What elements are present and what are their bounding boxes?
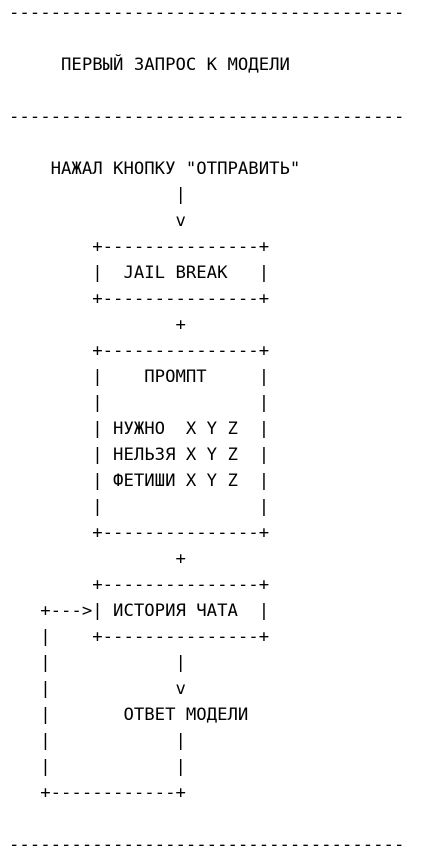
- prompt-row-must: | НУЖНО X Y Z |: [9, 419, 270, 439]
- prompt-box-bottom: +---------------+: [9, 523, 270, 543]
- blank-line: [9, 26, 433, 52]
- plus-connector: +: [9, 315, 186, 335]
- prompt-row-fetishes: | ФЕТИШИ X Y Z |: [9, 471, 270, 491]
- separator-top: --------------------------------------: [9, 3, 405, 23]
- prompt-box-title: | ПРОМПТ |: [9, 367, 270, 387]
- history-box-top: +---------------+: [9, 575, 270, 595]
- loop-arrow-head: | v: [9, 679, 186, 699]
- arrow-shaft: |: [9, 185, 186, 205]
- loop-line: | |: [9, 757, 186, 777]
- arrow-head: v: [9, 211, 186, 231]
- jailbreak-box-top: +---------------+: [9, 237, 270, 257]
- prompt-box-top: +---------------+: [9, 341, 270, 361]
- blank-line: [9, 806, 433, 832]
- ascii-diagram: -------------------------------------- П…: [9, 0, 433, 857]
- prompt-row-forbidden: | НЕЛЬЗЯ X Y Z |: [9, 445, 270, 465]
- model-response-label: | ОТВЕТ МОДЕЛИ: [9, 705, 249, 725]
- loop-line: | |: [9, 731, 186, 751]
- loop-arrow-shaft: | |: [9, 653, 186, 673]
- jailbreak-box-bottom: +---------------+: [9, 289, 270, 309]
- plus-connector: +: [9, 549, 186, 569]
- blank-line: [9, 130, 433, 156]
- separator-bottom: --------------------------------------: [9, 835, 405, 855]
- history-box-bottom: | +---------------+: [9, 627, 270, 647]
- separator-under-title: --------------------------------------: [9, 107, 405, 127]
- history-box-label: +--->| ИСТОРИЯ ЧАТА |: [9, 601, 270, 621]
- blank-line: [9, 78, 433, 104]
- jailbreak-box-label: | JAIL BREAK |: [9, 263, 270, 283]
- prompt-box-spacer: | |: [9, 497, 270, 517]
- send-button-step: НАЖАЛ КНОПКУ "ОТПРАВИТЬ": [9, 159, 301, 179]
- diagram-title: ПЕРВЫЙ ЗАПРОС К МОДЕЛИ: [9, 55, 290, 75]
- loop-bottom: +------------+: [9, 783, 186, 803]
- prompt-box-spacer: | |: [9, 393, 270, 413]
